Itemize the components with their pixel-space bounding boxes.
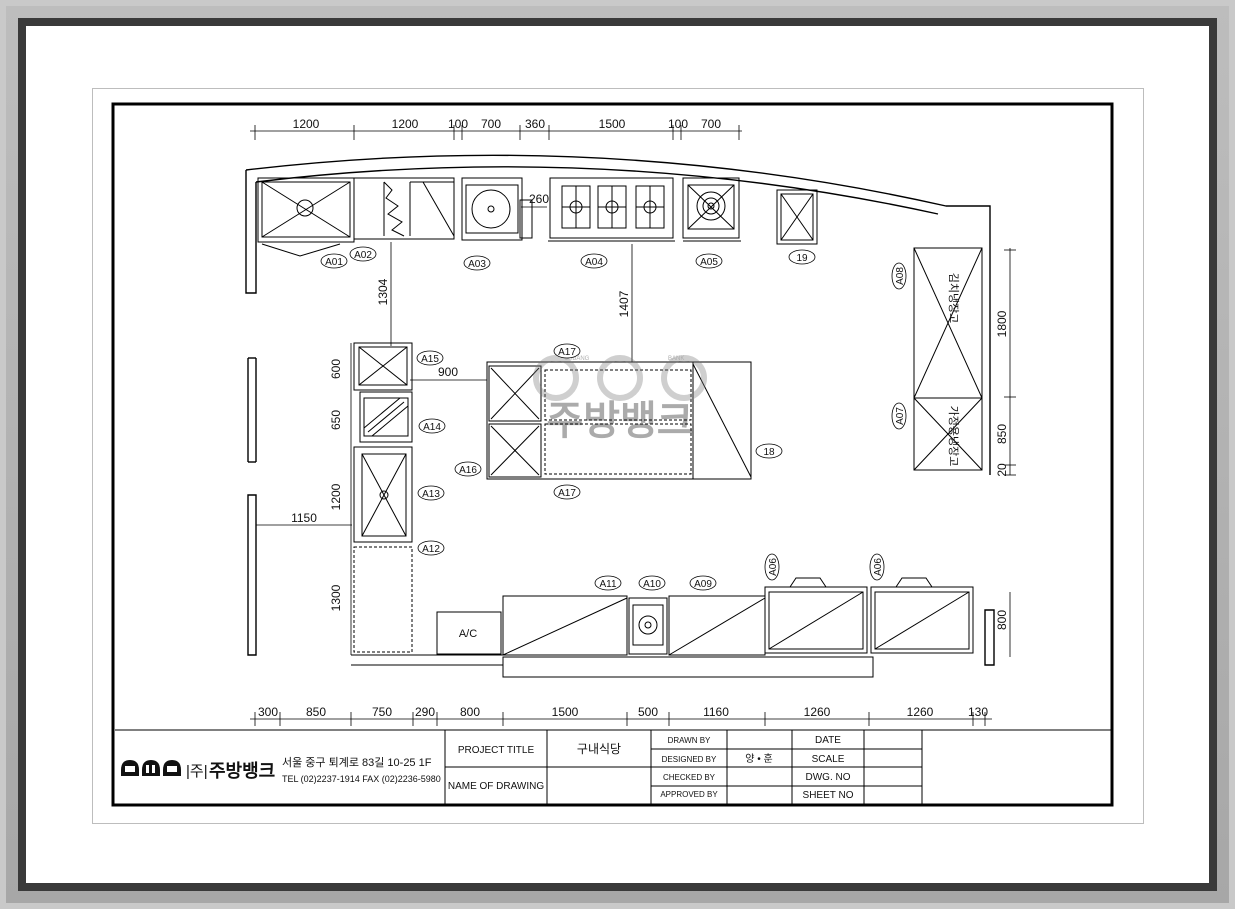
left-dimension-labels: 600 650 1200 1300 [329,359,343,612]
sheet-no-label: SHEET NO [803,790,854,801]
bottom-dimension-labels: 300 850 750 290 800 1500 500 1160 1260 1… [258,705,988,719]
company-logo [121,760,181,776]
dim-top-5: 1500 [599,117,626,131]
dim-right-3: 800 [995,610,1009,630]
dim-1407: 1407 [617,290,631,317]
tag-a15: A15 [421,354,439,365]
dim-bottom-6: 500 [638,705,658,719]
watermark-text-1: JUBANG [565,356,590,362]
tag-a16: A16 [459,465,477,476]
dim-bottom-1: 850 [306,705,326,719]
title-block-text: PROJECT TITLE 구내식당 NAME OF DRAWING DRAWN… [448,735,854,801]
tag-a04: A04 [585,257,603,268]
dim-bottom-2: 750 [372,705,392,719]
project-title-label: PROJECT TITLE [458,745,535,756]
bottom-dimension-line [250,712,992,726]
dim-900: 900 [438,365,458,379]
dim-left-1: 650 [329,410,343,430]
dim-top-4: 360 [525,117,545,131]
dim-bottom-0: 300 [258,705,278,719]
designed-by-value: 양 • 훈 [745,752,772,765]
walls [245,154,995,666]
dim-bottom-4: 800 [460,705,480,719]
watermark-text-2: BANK [668,356,684,362]
tag-a02: A02 [354,250,372,261]
date-label: DATE [815,735,841,746]
checked-by-label: CHECKED BY [663,773,716,782]
inner-dimension-lines [256,206,1016,657]
dim-bottom-5: 1500 [552,705,579,719]
tag-a03: A03 [468,259,486,270]
tag-a17-bottom: A17 [558,488,576,499]
kimchi-fridge-label: 김치냉장고 [947,273,960,324]
dim-left-3: 1300 [329,584,343,611]
project-title-value: 구내식당 [577,742,621,756]
drawn-by-label: DRAWN BY [668,736,711,745]
left-column-equipment [351,342,503,666]
top-equipment-row [257,177,818,257]
dim-top-2: 100 [448,117,468,131]
dim-top-1: 1200 [392,117,419,131]
watermark-korean: 주방뱅크 [546,399,693,443]
refrigerators [913,247,983,471]
dim-top-7: 700 [701,117,721,131]
name-of-drawing-label: NAME OF DRAWING [448,781,545,792]
tag-a06-1: A06 [768,558,779,576]
tag-bubbles [320,246,907,591]
ac-label: A/C [459,628,477,640]
tag-a05: A05 [700,257,718,268]
dim-bottom-10: 130 [968,705,988,719]
dim-top-3: 700 [481,117,501,131]
home-fridge-label: 가정용냉장고 [947,406,960,467]
designed-by-label: DESIGNED BY [662,755,717,764]
dim-left-0: 600 [329,359,343,379]
company-address: 서울 중구 퇴계로 83길 10-25 1F [282,756,432,769]
tag-a13: A13 [422,489,440,500]
dim-bottom-9: 1260 [907,705,934,719]
tag-a09: A09 [694,579,712,590]
dwg-no-label: DWG. NO [806,772,851,783]
dim-top-6: 100 [668,117,688,131]
company-contact: TEL (02)2237-1914 FAX (02)2236-5980 [282,774,441,784]
watermark: JUBANG BANK 주방뱅크 [533,355,707,443]
top-dimension-labels: 1200 1200 100 700 360 1500 100 700 [293,117,722,131]
title-block-grid [115,729,1111,804]
tag-18: 18 [763,447,775,458]
dim-bottom-3: 290 [415,705,435,719]
dim-bottom-8: 1260 [804,705,831,719]
dim-260: 260 [529,192,549,206]
right-dimension-labels: 1800 850 20 800 [995,310,1009,630]
dim-1304: 1304 [376,278,390,305]
dim-1150: 1150 [291,511,317,525]
ac-unit [436,611,502,655]
tag-a07: A07 [895,407,906,425]
top-dimension-line [250,125,742,140]
dim-top-0: 1200 [293,117,320,131]
tag-a17-top: A17 [558,347,576,358]
tag-19: 19 [796,253,808,264]
tag-labels: A01 A02 A03 A04 A05 19 A08 A07 A15 A14 A… [325,250,906,590]
dim-right-0: 1800 [995,310,1009,337]
tag-a06-2: A06 [873,558,884,576]
approved-by-label: APPROVED BY [660,790,718,799]
tag-a11: A11 [599,579,616,590]
tag-a08: A08 [895,267,906,285]
inner-dimension-labels: 1304 1407 900 1150 260 [291,192,631,525]
tag-a12: A12 [422,544,440,555]
central-island [486,361,752,480]
drawing-border [111,102,1114,807]
tag-a10: A10 [643,579,661,590]
dim-right-1: 850 [995,424,1009,444]
dim-right-2: 20 [995,463,1009,477]
bottom-counter [502,577,974,678]
company-name: 주방뱅크 [209,761,275,781]
dim-left-2: 1200 [329,483,343,510]
company-bracket: |주| [186,763,208,780]
dim-bottom-7: 1160 [703,705,729,719]
tag-a14: A14 [423,422,441,433]
scale-label: SCALE [812,754,845,765]
tag-a01: A01 [325,257,343,268]
